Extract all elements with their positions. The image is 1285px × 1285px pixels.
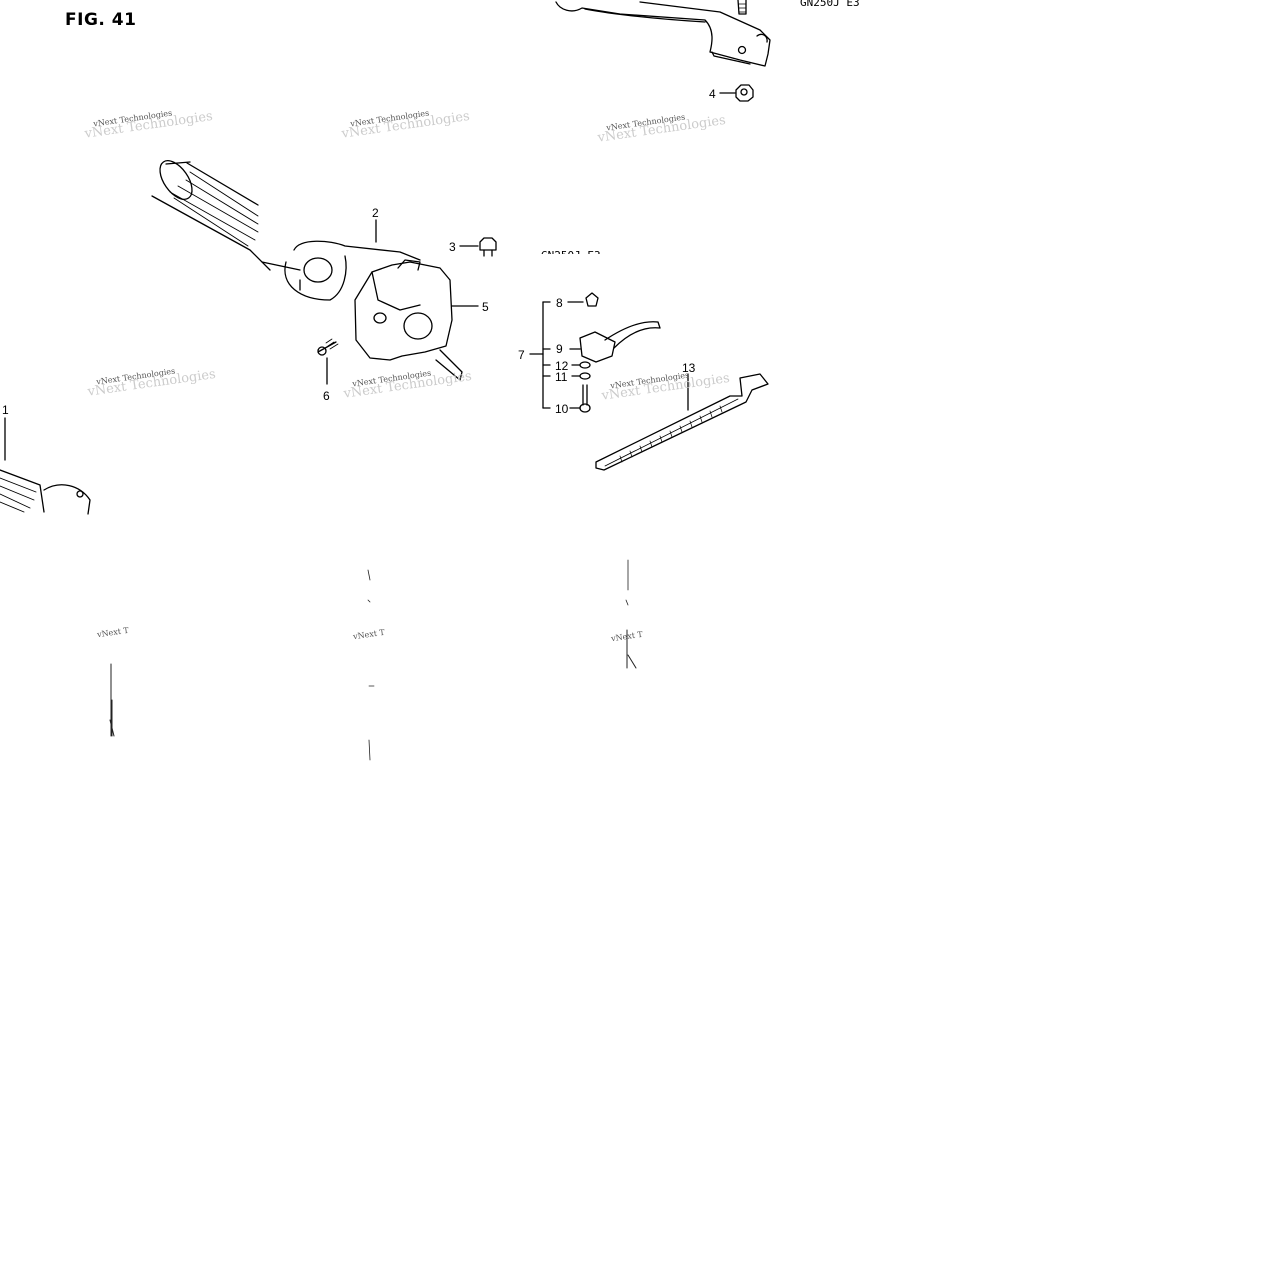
scan-artifacts <box>109 559 637 761</box>
bolt-3-drawing <box>459 237 497 257</box>
brake-lever-drawing <box>555 0 771 67</box>
callout-1: 1 <box>2 403 9 417</box>
callout-10: 10 <box>555 402 569 416</box>
callout-3: 3 <box>449 240 456 254</box>
callout-7: 7 <box>518 348 525 362</box>
callout-8: 8 <box>556 296 563 310</box>
callout-2: 2 <box>372 206 379 220</box>
callout-9: 9 <box>556 342 563 356</box>
callout-13: 13 <box>682 361 696 375</box>
grip-1-drawing <box>0 417 91 515</box>
callout-12: 12 <box>555 359 569 373</box>
model-code-mid: GN250J E3 <box>541 249 601 261</box>
bracket-group-7-drawing <box>529 292 661 413</box>
throttle-grip-drawing <box>151 160 301 271</box>
callout-5: 5 <box>482 300 489 314</box>
model-code-top: GN250J E3 <box>800 0 860 9</box>
throttle-housing-2-drawing <box>284 219 421 301</box>
screw-6-drawing <box>317 338 339 385</box>
nut-4-drawing <box>719 84 754 102</box>
switch-housing-5-drawing <box>354 259 479 381</box>
callout-6: 6 <box>323 389 330 403</box>
figure-title: FIG. 41 <box>65 10 137 30</box>
callout-4: 4 <box>709 87 716 101</box>
callout-11: 11 <box>555 370 568 384</box>
cable-tie-13-drawing <box>595 373 769 471</box>
